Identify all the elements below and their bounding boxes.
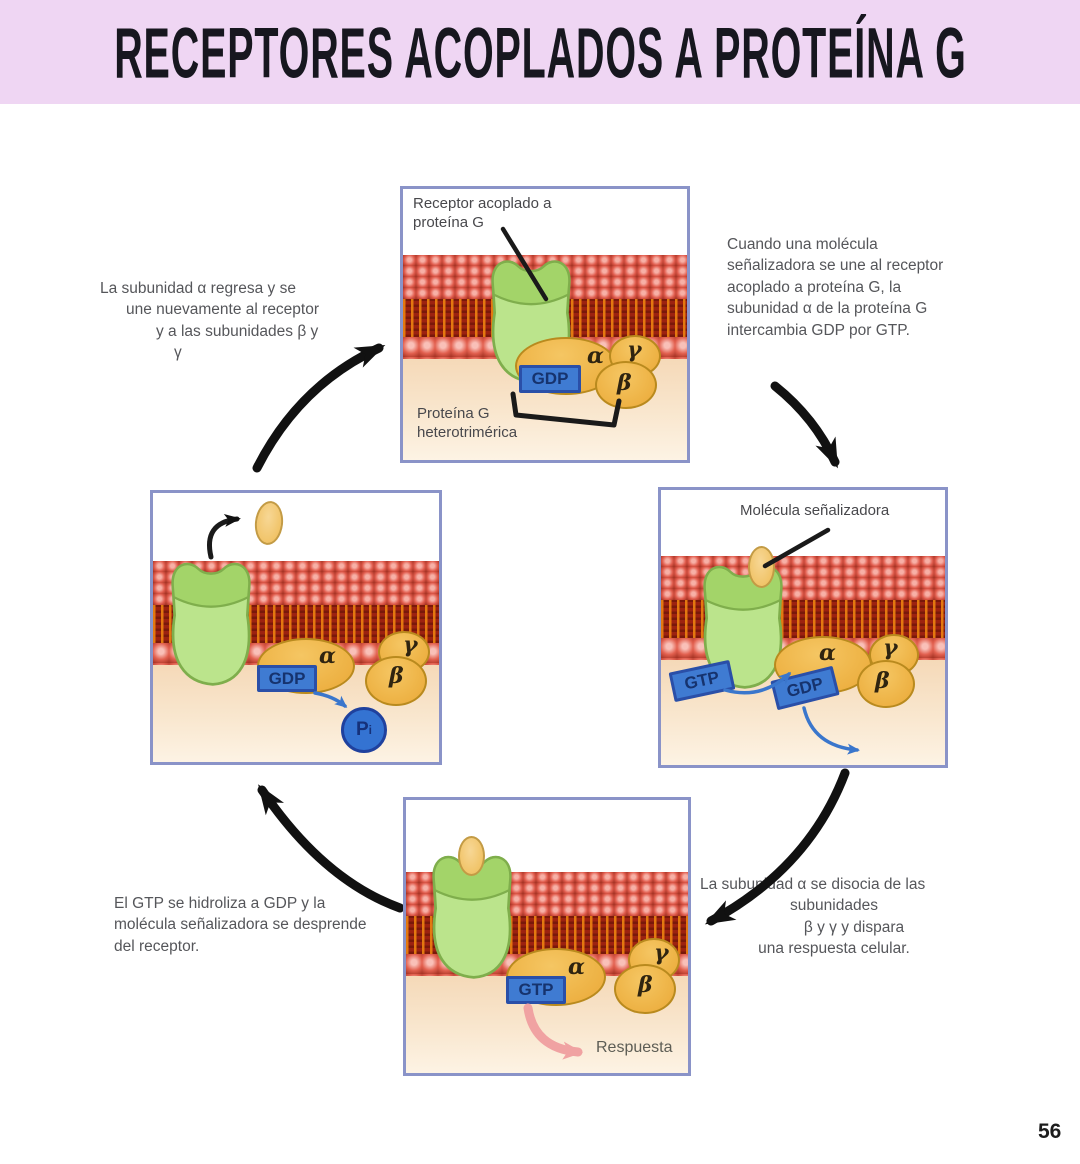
gamma-letter: γ [627, 337, 642, 363]
pi-subscript: i [368, 723, 373, 737]
beta-letter: β [638, 972, 653, 998]
page-number: 56 [1038, 1120, 1062, 1143]
gamma-letter: γ [883, 635, 898, 661]
beta-letter: β [875, 668, 890, 694]
gdp-leave-arrow-blue-icon [802, 706, 860, 755]
beta-letter: β [389, 663, 404, 689]
exchange-arrow-blue-icon [723, 671, 792, 695]
pointer-line-icon [762, 527, 831, 569]
label-line: Receptor acoplado a [413, 195, 552, 212]
beta-subunit [365, 656, 427, 706]
label-line: proteína G [413, 213, 484, 231]
annotation-line: γ [174, 344, 182, 362]
title-banner: RECEPTORES ACOPLADOS A PROTEÍNA G [0, 0, 1080, 104]
gtp-label: GTP [506, 976, 566, 1004]
beta-subunit [614, 964, 676, 1014]
signal-molecule [458, 836, 485, 876]
label-receptor: Receptor acoplado a proteína G [413, 195, 551, 233]
panel-annotation-shapes [207, 514, 348, 708]
label-g-protein: Proteína G heterotrimérica [417, 405, 517, 443]
label-signal-molecule: Molécula señalizadora [740, 502, 890, 519]
annotation-alpha-returns: La subunidad α regresa y se une nuevamen… [100, 278, 370, 364]
beta-subunit [595, 361, 657, 409]
gamma-letter: γ [654, 940, 669, 966]
pi-letter: P [355, 719, 369, 740]
signal-molecule [748, 546, 775, 588]
beta-letter: β [617, 370, 632, 396]
alpha-letter: α [319, 643, 336, 669]
bracket-icon [510, 391, 622, 428]
gdp-label: GDP [257, 665, 317, 692]
panel-annotation-shapes [523, 1003, 583, 1060]
cycle-arrow-down-right-icon [770, 381, 840, 469]
label-line: heterotrimérica [417, 423, 518, 441]
annotation-line: una respuesta celular. [758, 940, 910, 958]
label-line: Proteína G [417, 405, 490, 422]
annotation-line: y a las subunidades β y [156, 322, 319, 340]
alpha-letter: α [819, 640, 836, 666]
annotation-gdp-gtp-exchange: Cuando una molécula señalizadora se une … [727, 236, 944, 339]
annotation-gtp-hydrolysis: El GTP se hidroliza a GDP y la molécula … [114, 895, 367, 955]
panel-annotation-shapes [500, 226, 622, 428]
alpha-letter: α [568, 954, 585, 980]
annotation-line: subunidades [790, 897, 878, 915]
beta-subunit [857, 660, 915, 708]
pointer-line-icon [500, 226, 549, 302]
gdp-label: GDP [519, 365, 581, 393]
alpha-letter: α [587, 343, 604, 369]
panel-step3-response: GTP α β γ Respuesta [403, 797, 691, 1076]
panel-annotation-shapes [723, 527, 860, 755]
cycle-arrow-down-left-icon [704, 768, 850, 926]
panel-step2-ligand-binding: GTP GDP α β γ Molécula señalizadora [658, 487, 948, 768]
annotation-line: La subunidad α regresa y se [100, 280, 296, 297]
gamma-letter: γ [403, 632, 418, 658]
page-title: RECEPTORES ACOPLADOS A PROTEÍNA G [113, 11, 967, 93]
phosphate-arrow-blue-icon [313, 691, 348, 708]
label-response: Respuesta [596, 1039, 673, 1056]
cycle-arrow-up-left-icon [257, 784, 405, 913]
response-arrow-pink-icon [523, 1003, 583, 1060]
release-arrow-icon [207, 514, 241, 560]
annotation-line: une nuevamente al receptor [126, 301, 320, 319]
panel-step1-resting: GDP α β γ Receptor acoplado a proteína G… [400, 186, 690, 463]
cycle-arrow-up-right-icon [252, 343, 386, 473]
annotation-line: β y γ y dispara [803, 918, 905, 936]
